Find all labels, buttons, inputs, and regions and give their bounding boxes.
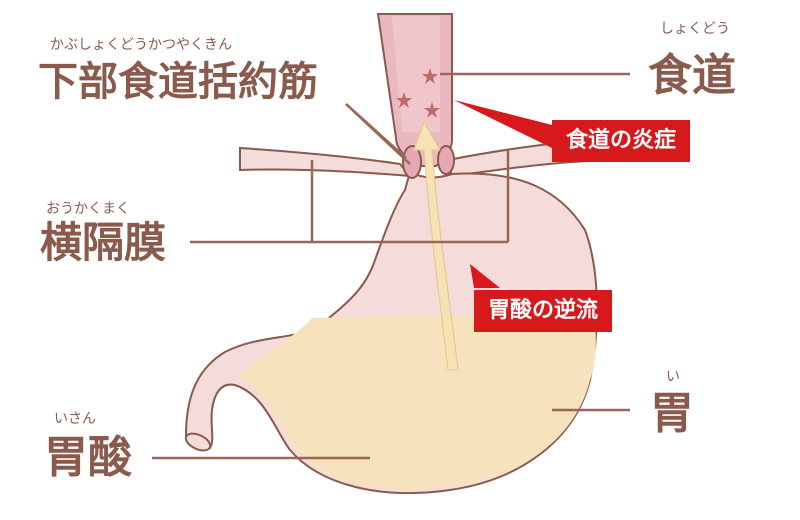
sphincter-ruby: かぶしょくどうかつやくきん	[50, 37, 232, 53]
esophagus-ruby: しょくどう	[660, 21, 730, 37]
callout-reflux: 胃酸の逆流	[474, 290, 613, 332]
leader-lines	[152, 72, 630, 460]
gastric-content	[238, 312, 596, 490]
inflammation-star-3	[424, 102, 440, 118]
inflammation-marks	[396, 68, 440, 118]
acid-ruby: いさん	[54, 411, 96, 427]
reflux-arrow	[413, 120, 459, 371]
callout-reflux-pointer	[470, 264, 500, 288]
stomach-ruby: い	[666, 369, 680, 385]
inflammation-star-2	[396, 92, 412, 108]
inflammation-star-1	[422, 68, 438, 84]
sphincter-left	[402, 145, 422, 179]
diaphragm-label: 横隔膜	[40, 218, 167, 267]
esophagus-label: 食道	[648, 50, 736, 101]
leader-sphincter-b	[345, 103, 411, 165]
callout-esophagitis-pointer	[454, 100, 556, 150]
sphincter-right	[437, 145, 455, 175]
sphincter-label: 下部食道括約筋	[38, 59, 318, 105]
diaphragm-left	[239, 146, 413, 178]
duodenum-opening	[184, 432, 212, 452]
stomach-label: 胃	[650, 388, 694, 439]
acid-label: 胃酸	[44, 432, 132, 483]
callout-esophagitis: 食道の炎症	[552, 120, 691, 162]
diaphragm-ruby: おうかくまく	[46, 201, 130, 217]
